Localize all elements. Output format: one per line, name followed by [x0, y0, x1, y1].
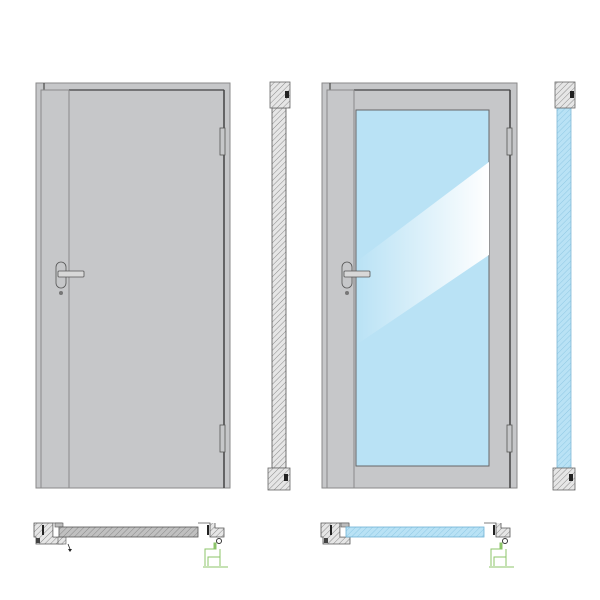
glazed-door-elevation	[321, 82, 518, 489]
hinge-icon	[219, 424, 226, 453]
hinge-icon	[506, 127, 513, 156]
solid-door-elevation	[35, 82, 231, 489]
clearance-figure-icon	[203, 538, 228, 568]
clearance-figure-icon	[489, 538, 514, 568]
glazed-door-plan-section	[320, 522, 514, 568]
door-handle-icon	[55, 261, 85, 295]
door-leaf	[40, 89, 225, 489]
glazed-door-vertical-section	[552, 81, 576, 491]
hinge-icon	[506, 424, 513, 453]
solid-door-vertical-section	[267, 81, 291, 491]
glass-reflection	[356, 162, 489, 345]
solid-door-plan-section	[33, 522, 228, 568]
door-handle-icon	[341, 261, 371, 295]
hinge-icon	[219, 127, 226, 156]
